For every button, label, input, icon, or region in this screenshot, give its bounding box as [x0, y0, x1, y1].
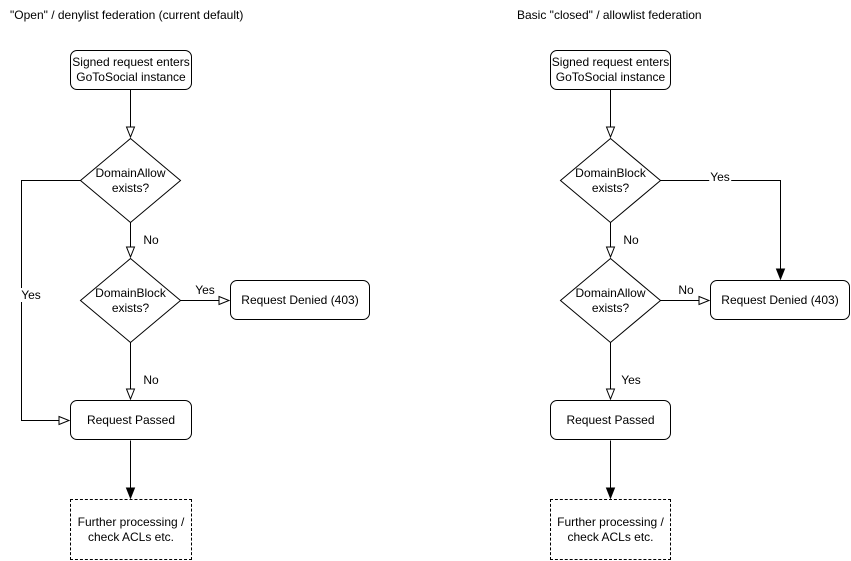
right-diagram-title: Basic "closed" / allowlist federation [517, 8, 702, 22]
left-node-request-passed: Request Passed [70, 400, 192, 440]
left-decision-domainblock-label: DomainBlock exists? [95, 285, 166, 315]
decision-left-domainblock-shape [79, 257, 182, 344]
decision-right-domainblock-shape [559, 137, 662, 224]
right-decision-domainblock-label: DomainBlock exists? [575, 165, 646, 195]
left-node-request-denied: Request Denied (403) [230, 280, 370, 320]
left-diagram-title: "Open" / denylist federation (current de… [10, 8, 244, 22]
right-edge-label-allow-no: No [677, 283, 695, 297]
right-edge-label-block-yes: Yes [709, 170, 731, 184]
left-edge-label-block-yes: Yes [194, 283, 216, 297]
left-edge-label-allow-no: No [142, 233, 160, 247]
right-node-request-denied: Request Denied (403) [710, 280, 850, 320]
decision-right-domainallow-shape [559, 257, 662, 344]
decision-left-domainallow-shape [79, 137, 182, 224]
right-node-request-passed: Request Passed [550, 400, 671, 440]
right-edge-label-block-no: No [622, 233, 640, 247]
left-edge-label-block-no: No [142, 373, 160, 387]
left-edge-label-allow-yes: Yes [20, 288, 42, 302]
right-edge-label-allow-yes: Yes [620, 373, 642, 387]
right-decision-domainallow-label: DomainAllow exists? [575, 285, 646, 315]
right-node-start: Signed request enters GoToSocial instanc… [550, 50, 671, 90]
right-node-further-processing: Further processing / check ACLs etc. [550, 499, 671, 560]
edge-right-domainblock-yes [660, 180, 781, 280]
left-decision-domainallow-label: DomainAllow exists? [95, 165, 166, 195]
left-node-start: Signed request enters GoToSocial instanc… [70, 50, 192, 90]
left-node-further-processing: Further processing / check ACLs etc. [70, 499, 192, 560]
